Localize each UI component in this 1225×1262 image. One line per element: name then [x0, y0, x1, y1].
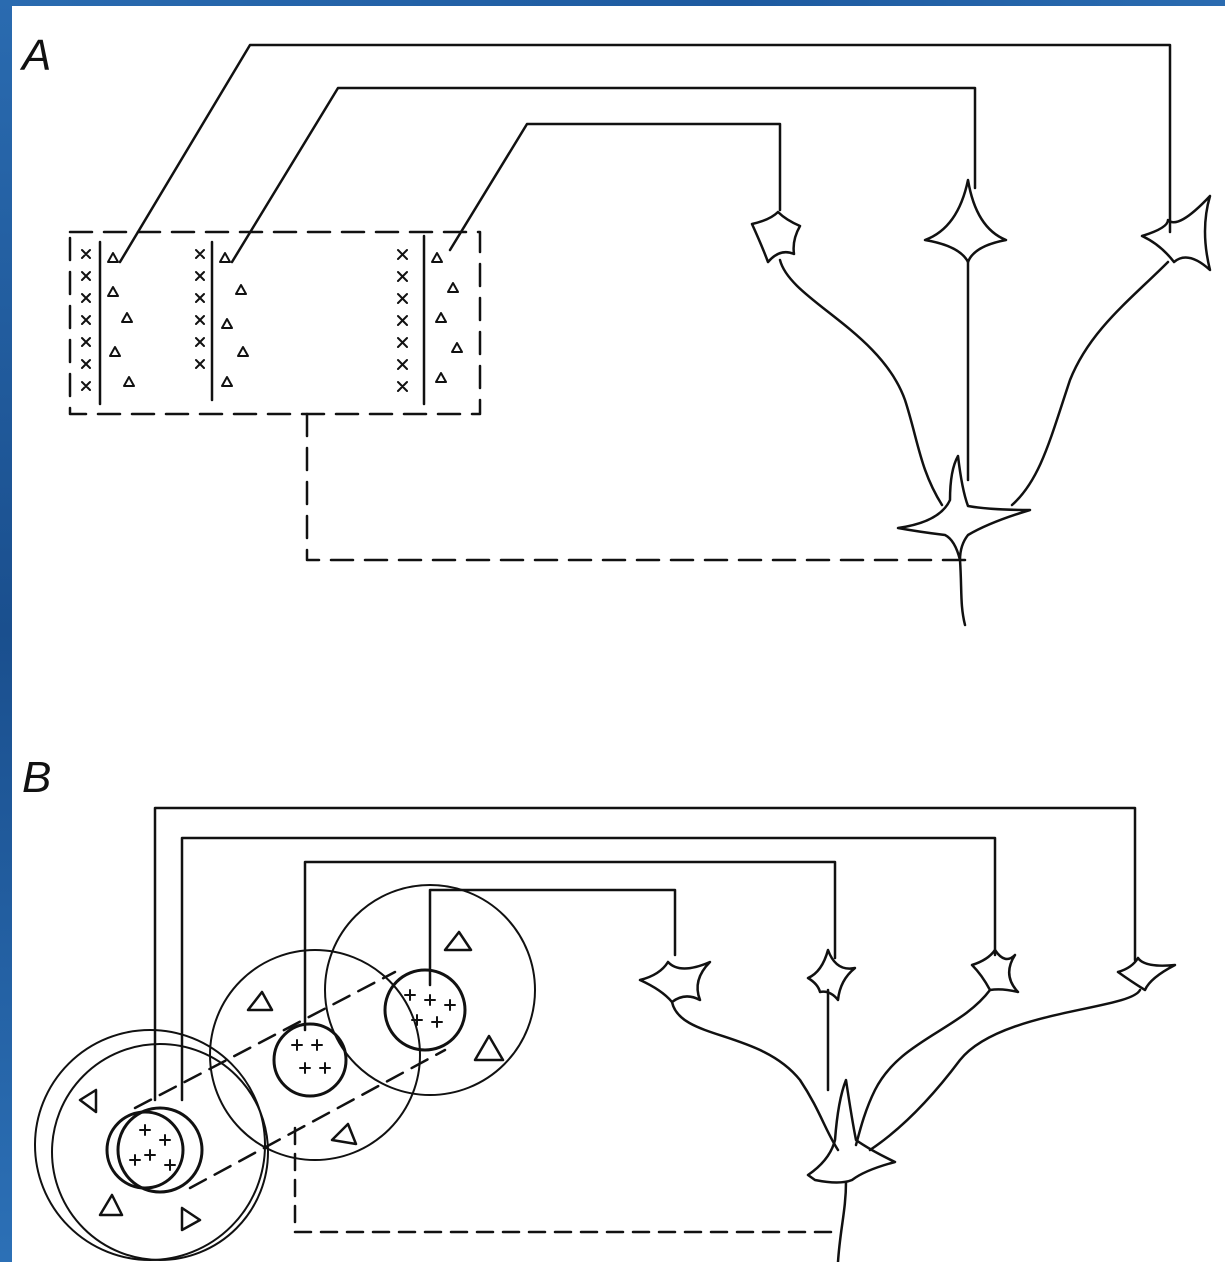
dendrite-a3 — [1012, 262, 1168, 505]
target-neuron-b — [808, 1080, 895, 1183]
neuron-b1 — [640, 962, 710, 1002]
dendrite-b4 — [870, 990, 1140, 1150]
feedback-dashed-path — [307, 414, 965, 560]
projection-fiber-b4 — [430, 890, 675, 985]
projection-fiber-3 — [450, 124, 780, 250]
projection-fiber-b1 — [155, 808, 1135, 1100]
feedback-dashed-path-b — [295, 1128, 840, 1232]
dendrite-a1 — [780, 260, 942, 505]
dendrite-b3 — [856, 990, 990, 1145]
output-axon-a — [960, 560, 965, 625]
receptive-fields — [35, 885, 535, 1260]
panel-b-diagram — [35, 808, 1175, 1262]
neuron-b4 — [1118, 958, 1175, 990]
dendrite-b1 — [672, 1002, 838, 1150]
panel-a-diagram — [70, 45, 1210, 625]
field-triangles — [80, 932, 503, 1230]
column-triangles — [108, 253, 462, 386]
projection-fiber-1 — [120, 45, 1170, 262]
target-neuron-a — [898, 456, 1030, 560]
neuron-b2 — [808, 950, 855, 1000]
output-axon-b — [838, 1182, 846, 1262]
core-plus-marks — [130, 990, 455, 1170]
neuron-a2 — [925, 180, 1006, 262]
neuron-a1 — [752, 212, 800, 262]
neuron-a3 — [1142, 196, 1210, 270]
columnar-cores — [107, 970, 465, 1192]
projection-fiber-2 — [232, 88, 975, 262]
neuron-b3 — [972, 950, 1018, 992]
